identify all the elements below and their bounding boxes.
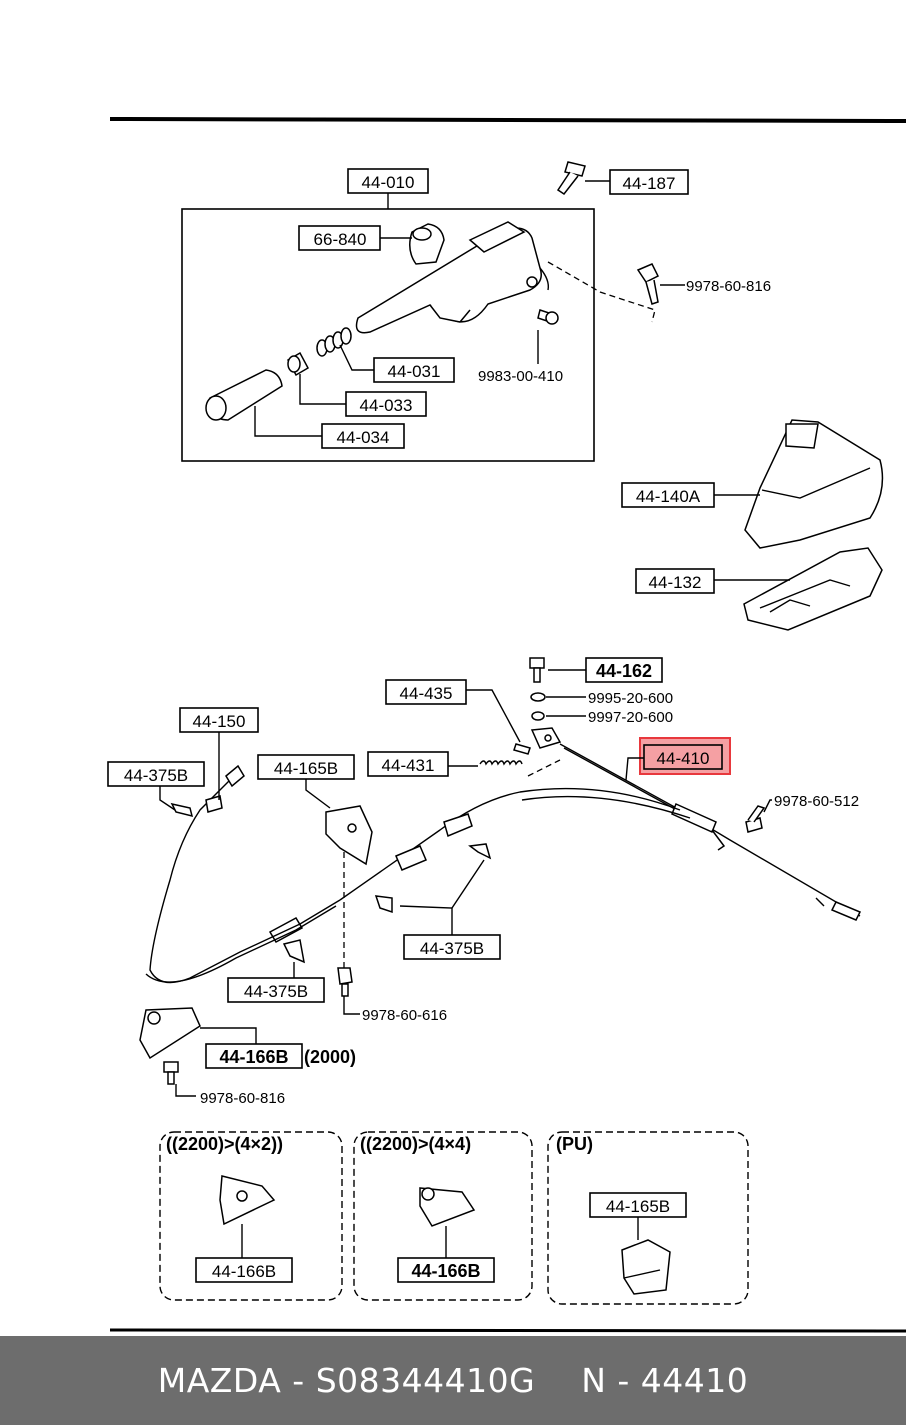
label-44-431: 44-431	[382, 756, 435, 775]
label-66-840: 66-840	[314, 230, 367, 249]
bolt-9978-60-512-shape	[745, 805, 766, 833]
variant-box-4x4	[353, 1131, 533, 1301]
front-cable-end-shape	[225, 764, 245, 788]
release-button-shape	[409, 223, 445, 265]
cable-fittings-shape	[268, 813, 492, 943]
label-44-140A: 44-140A	[636, 487, 701, 506]
label-2000: (2000)	[304, 1047, 356, 1067]
variant1-bracket-shape	[219, 1175, 276, 1226]
pin-shape	[513, 743, 531, 755]
return-spring-shape	[479, 760, 523, 766]
nut-shape	[531, 711, 545, 721]
label-44-031: 44-031	[388, 362, 441, 381]
label-9978-60-816-top: 9978-60-816	[686, 278, 771, 295]
label-9978-60-616: 9978-60-616	[362, 1007, 447, 1024]
footer-ref-number: N - 44410	[581, 1361, 749, 1400]
spring-shape	[316, 327, 352, 357]
label-9995-20-600: 9995-20-600	[588, 690, 673, 707]
label-44-187: 44-187	[623, 174, 676, 193]
bracket-165B-shape	[325, 805, 373, 866]
label-44-375B-b: 44-375B	[420, 939, 484, 958]
parking-brake-lever-shape	[355, 221, 550, 334]
clip-shape-a	[170, 802, 194, 818]
variant1-part-label: 44-166B	[212, 1262, 276, 1281]
bottom-rule	[109, 1328, 906, 1333]
bolt-9978-60-816-bottom-shape	[163, 1061, 179, 1085]
bolt-9978-60-616-shape	[337, 967, 353, 997]
highlight-44-410	[639, 737, 731, 775]
bolt-9978-60-816-shape	[636, 263, 660, 305]
console-panel-shape	[743, 547, 883, 631]
washer-shape	[530, 692, 546, 702]
label-9983-00-410: 9983-00-410	[478, 368, 563, 385]
footer-part-number: MAZDA - S08344410G	[157, 1361, 536, 1400]
variant-box-4x2	[159, 1131, 343, 1301]
label-44-410: 44-410	[657, 749, 710, 768]
boot-shape	[744, 419, 884, 549]
label-44-132: 44-132	[649, 573, 702, 592]
adjuster-bolt-shape	[529, 657, 545, 683]
parking-brake-parts-diagram: 44-010 66-840 44-187 9978-60-816 9983-00…	[107, 117, 906, 1333]
variant1-title: ((2200)>(4×2))	[166, 1134, 283, 1154]
label-9978-60-816-bottom: 9978-60-816	[200, 1090, 285, 1107]
variant2-part-label: 44-166B	[411, 1261, 480, 1281]
variant2-title: ((2200)>(4×4)	[360, 1134, 471, 1154]
label-44-010: 44-010	[362, 173, 415, 192]
grip-shape	[205, 369, 283, 421]
label-44-166B-a: 44-166B	[219, 1047, 288, 1067]
cable-end-shape	[815, 897, 862, 921]
label-44-162: 44-162	[596, 661, 652, 681]
label-9997-20-600: 9997-20-600	[588, 709, 673, 726]
label-44-034: 44-034	[337, 428, 390, 447]
cable-adjuster-shape	[671, 802, 726, 851]
label-9978-60-512: 9978-60-512	[774, 793, 859, 810]
variant2-bracket-shape	[419, 1187, 476, 1227]
bushing-shape	[286, 351, 310, 377]
label-44-150: 44-150	[193, 712, 246, 731]
variant-box-pu	[547, 1131, 749, 1305]
top-rule	[109, 117, 906, 123]
label-44-033: 44-033	[360, 396, 413, 415]
footer-bar: MAZDA - S08344410G N - 44410	[0, 1336, 906, 1425]
bolt-44-187-shape	[556, 161, 586, 196]
variant3-bracket-shape	[621, 1239, 671, 1295]
screw-9983-shape	[537, 309, 559, 325]
clip-shape-b	[374, 895, 393, 914]
equalizer-shape	[530, 727, 562, 749]
clip-shape-c	[282, 939, 305, 964]
label-44-375B-a: 44-375B	[124, 766, 188, 785]
bracket-166B-shape	[139, 1007, 201, 1060]
variant3-title: (PU)	[556, 1134, 593, 1154]
label-44-435: 44-435	[400, 684, 453, 703]
label-44-165B-a: 44-165B	[274, 759, 338, 778]
variant3-part-label: 44-165B	[606, 1197, 670, 1216]
label-44-375B-c: 44-375B	[244, 982, 308, 1001]
